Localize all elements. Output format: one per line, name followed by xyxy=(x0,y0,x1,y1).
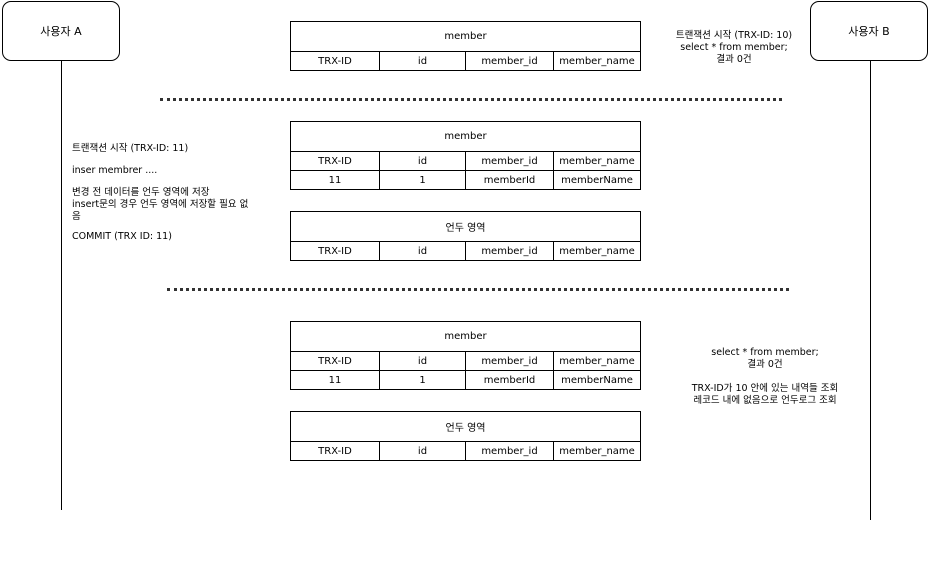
member-table-3: member TRX-ID id member_id member_name 1… xyxy=(290,321,641,390)
cell-member-id: memberId xyxy=(465,170,554,190)
note-line: 음 xyxy=(72,211,81,222)
note-line: COMMIT (TRX ID: 11) xyxy=(72,231,172,242)
header-member-name: member_name xyxy=(553,351,641,371)
header-member-id: member_id xyxy=(465,241,554,261)
undo-table-2: 언두 영역 TRX-ID id member_id member_name xyxy=(289,211,642,261)
cell-member-name: memberName xyxy=(553,170,641,190)
note-line: 트랜잭션 시작 (TRX-ID: 10) xyxy=(675,30,793,41)
header-member-id: member_id xyxy=(465,351,554,371)
note-user-a-2: 트랜잭션 시작 (TRX-ID: 11) inser membrer .... … xyxy=(72,143,282,243)
cell-member-name: memberName xyxy=(553,370,641,390)
note-line: inser membrer .... xyxy=(72,165,158,176)
member-table-1: member TRX-ID id member_id member_name xyxy=(290,21,641,71)
member-table-1-title: member xyxy=(290,21,641,52)
note-line: select * from member; xyxy=(680,42,788,53)
header-id: id xyxy=(379,241,466,261)
header-trx-id: TRX-ID xyxy=(290,51,380,71)
header-member-id: member_id xyxy=(465,151,554,171)
note-line: 트랜잭션 시작 (TRX-ID: 11) xyxy=(72,143,189,154)
cell-trx-id: 11 xyxy=(290,370,380,390)
note-user-b-1: 트랜잭션 시작 (TRX-ID: 10) select * from membe… xyxy=(664,30,804,66)
cell-id: 1 xyxy=(379,370,466,390)
header-trx-id: TRX-ID xyxy=(290,351,380,371)
cell-member-id: memberId xyxy=(465,370,554,390)
header-trx-id: TRX-ID xyxy=(290,241,380,261)
header-trx-id: TRX-ID xyxy=(290,441,380,461)
member-table-3-title: member xyxy=(290,321,641,352)
header-id: id xyxy=(379,441,466,461)
note-line: 레코드 내에 없음으로 언두로그 조회 xyxy=(693,395,837,406)
header-member-name: member_name xyxy=(553,151,641,171)
actor-user-a: 사용자 A xyxy=(2,1,120,61)
header-trx-id: TRX-ID xyxy=(290,151,380,171)
header-member-id: member_id xyxy=(465,51,554,71)
header-member-id: member_id xyxy=(465,441,554,461)
header-id: id xyxy=(379,151,466,171)
member-table-2: member TRX-ID id member_id member_name 1… xyxy=(290,121,641,190)
header-id: id xyxy=(379,351,466,371)
cell-id: 1 xyxy=(379,170,466,190)
note-line: 결과 0건 xyxy=(716,54,752,65)
undo-table-2-title: 언두 영역 xyxy=(289,211,642,242)
undo-table-3-title: 언두 영역 xyxy=(289,411,642,442)
header-member-name: member_name xyxy=(552,441,642,461)
lifeline-user-a xyxy=(61,61,62,510)
note-line: 결과 0건 xyxy=(747,359,783,370)
header-member-name: member_name xyxy=(553,51,641,71)
section-divider-1 xyxy=(160,98,782,101)
note-line: TRX-ID가 10 안에 있는 내역들 조회 xyxy=(691,383,839,394)
section-divider-2 xyxy=(167,288,789,291)
header-member-name: member_name xyxy=(552,241,642,261)
actor-user-a-label: 사용자 A xyxy=(40,25,82,38)
actor-user-b: 사용자 B xyxy=(810,1,928,61)
header-id: id xyxy=(379,51,466,71)
undo-table-3: 언두 영역 TRX-ID id member_id member_name xyxy=(289,411,642,461)
note-user-b-3: select * from member; 결과 0건 TRX-ID가 10 안… xyxy=(675,347,855,407)
member-table-2-title: member xyxy=(290,121,641,152)
actor-user-b-label: 사용자 B xyxy=(848,25,890,38)
note-line: select * from member; xyxy=(711,347,819,358)
note-line: 변경 전 데이터를 언두 영역에 저장 xyxy=(72,187,210,198)
cell-trx-id: 11 xyxy=(290,170,380,190)
note-line: insert문의 경우 언두 영역에 저장할 필요 없 xyxy=(72,199,249,210)
lifeline-user-b xyxy=(870,61,871,520)
